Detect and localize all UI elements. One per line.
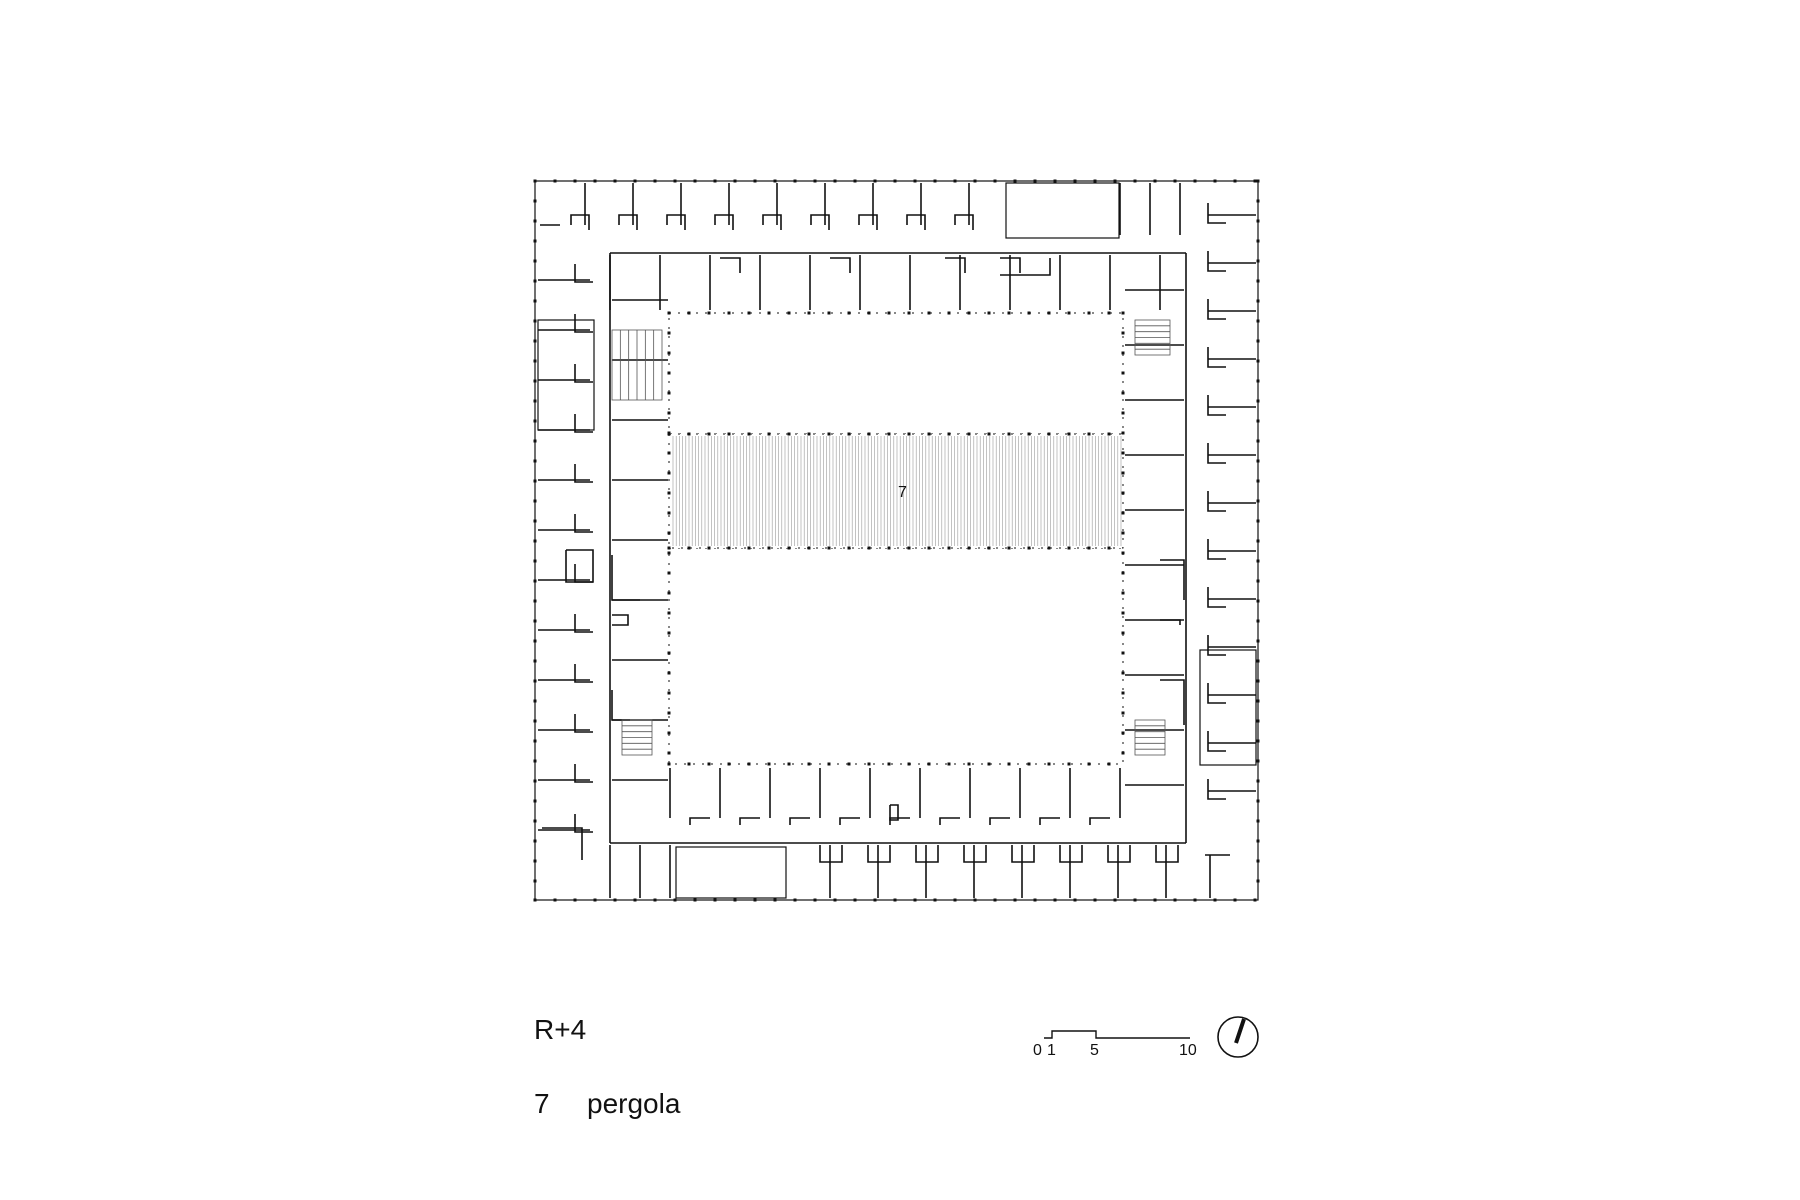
courtyard-columns (667, 311, 1125, 766)
pergola-number-tag: 7 (898, 484, 907, 501)
level-label: R+4 (534, 1014, 587, 1045)
scale-tick-10: 10 (1179, 1042, 1197, 1059)
courtyard-south (668, 547, 1124, 765)
stair-cores (611, 319, 1171, 756)
corridor-walls (609, 252, 1187, 844)
scale-tick-1: 1 (1047, 1042, 1056, 1059)
facade-columns (533, 179, 1260, 902)
room-partitions (538, 183, 1256, 898)
courtyard-north (668, 312, 1124, 435)
north-arrow-icon (1217, 1016, 1259, 1058)
scale-tick-5: 5 (1090, 1042, 1099, 1059)
scale-tick-0: 0 (1033, 1042, 1042, 1059)
pergola-zone (668, 433, 1124, 549)
legend-item-label: pergola (587, 1088, 681, 1119)
service-rooms (537, 182, 1257, 899)
scale-bar (1044, 1030, 1190, 1039)
legend-item-number: 7 (534, 1088, 550, 1119)
